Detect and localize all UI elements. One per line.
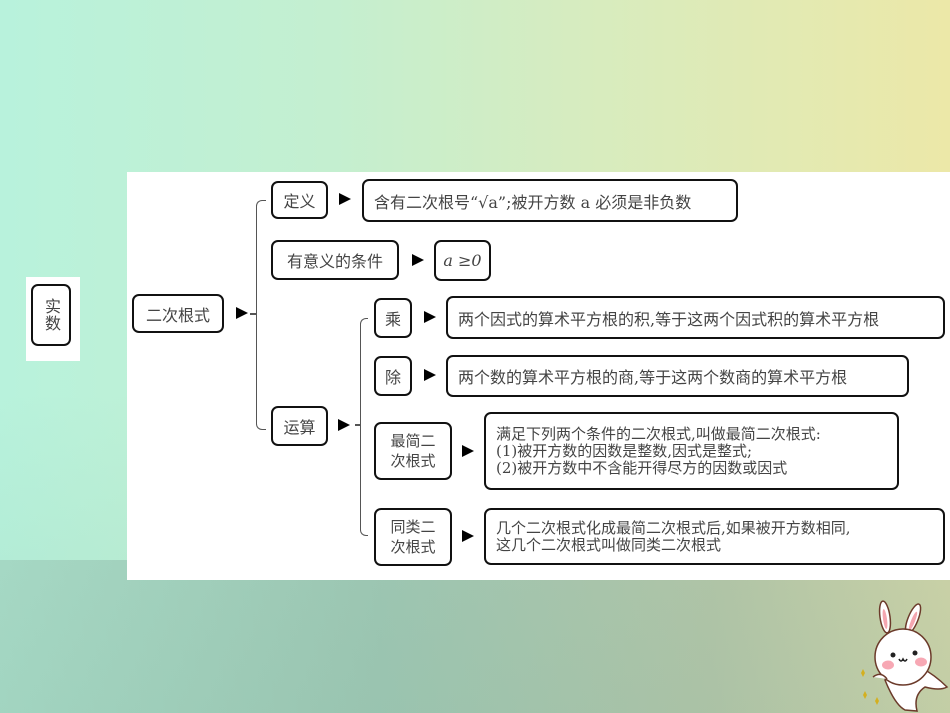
bunny-mascot-icon <box>861 600 949 712</box>
condition-label: 有意义的条件 <box>286 252 383 271</box>
divide-content: 两个数的算术平方根的商,等于这两个数商的算术平方根 <box>446 355 909 397</box>
like-radicals-label-line: 次根式 <box>390 538 436 556</box>
operations-bracket <box>360 318 368 536</box>
simplest-radical-content: 满足下列两个条件的二次根式,叫做最简二次根式: (1)被开方数的因数是整数,因式… <box>484 412 899 490</box>
arrow-icon <box>462 530 474 542</box>
arrow-icon <box>338 419 350 431</box>
operations-bracket-tip <box>355 424 361 426</box>
simplest-radical-text-line: (1)被开方数的因数是整数,因式是整式; <box>496 441 753 460</box>
root-node-quadratic-radical: 二次根式 <box>132 294 224 333</box>
definition-content: 含有二次根号“√a”;被开方数 a 必须是非负数 <box>362 179 738 222</box>
arrow-icon <box>462 445 474 457</box>
arrow-icon <box>412 254 424 266</box>
simplest-radical-text-line: (2)被开方数中不含能开得尽方的因数或因式 <box>496 458 788 477</box>
background-lower <box>0 560 950 713</box>
side-card <box>26 277 80 361</box>
simplest-radical-label-line: 最简二 <box>390 432 436 450</box>
like-radicals-content: 几个二次根式化成最简二次根式后,如果被开方数相同, 这几个二次根式叫做同类二次根… <box>484 508 945 565</box>
definition-text: 含有二次根号“√a”;被开方数 a 必须是非负数 <box>374 192 692 212</box>
arrow-icon <box>424 311 436 323</box>
main-bracket <box>256 200 266 430</box>
arrow-icon <box>424 369 436 381</box>
main-bracket-tip <box>250 313 256 315</box>
condition-text: a ≥0 <box>443 251 482 270</box>
multiply-label: 乘 <box>384 310 401 329</box>
operations-node: 运算 <box>271 406 328 446</box>
arrow-icon <box>236 307 248 319</box>
root-label: 二次根式 <box>145 305 210 325</box>
definition-label: 定义 <box>283 192 316 211</box>
simplest-radical-node: 最简二 次根式 <box>374 422 452 480</box>
multiply-node: 乘 <box>374 298 412 338</box>
definition-node: 定义 <box>271 181 328 219</box>
divide-node: 除 <box>374 356 412 396</box>
side-label-real-numbers: 实数 <box>31 284 71 346</box>
divide-text: 两个数的算术平方根的商,等于这两个数商的算术平方根 <box>458 368 848 387</box>
divide-label: 除 <box>384 368 401 387</box>
like-radicals-label-line: 同类二 <box>390 518 436 536</box>
simplest-radical-label-line: 次根式 <box>390 452 436 470</box>
condition-content: a ≥0 <box>434 240 491 281</box>
multiply-text: 两个因式的算术平方根的积,等于这两个因式积的算术平方根 <box>458 309 880 329</box>
multiply-content: 两个因式的算术平方根的积,等于这两个因式积的算术平方根 <box>446 296 945 339</box>
like-radicals-node: 同类二 次根式 <box>374 508 452 566</box>
simplest-radical-text-line: 满足下列两个条件的二次根式,叫做最简二次根式: <box>496 424 821 443</box>
operations-label: 运算 <box>283 418 316 437</box>
like-radicals-text-line: 几个二次根式化成最简二次根式后,如果被开方数相同, <box>496 518 851 537</box>
like-radicals-text-line: 这几个二次根式叫做同类二次根式 <box>496 535 722 554</box>
arrow-icon <box>339 193 351 205</box>
condition-node: 有意义的条件 <box>271 240 399 280</box>
